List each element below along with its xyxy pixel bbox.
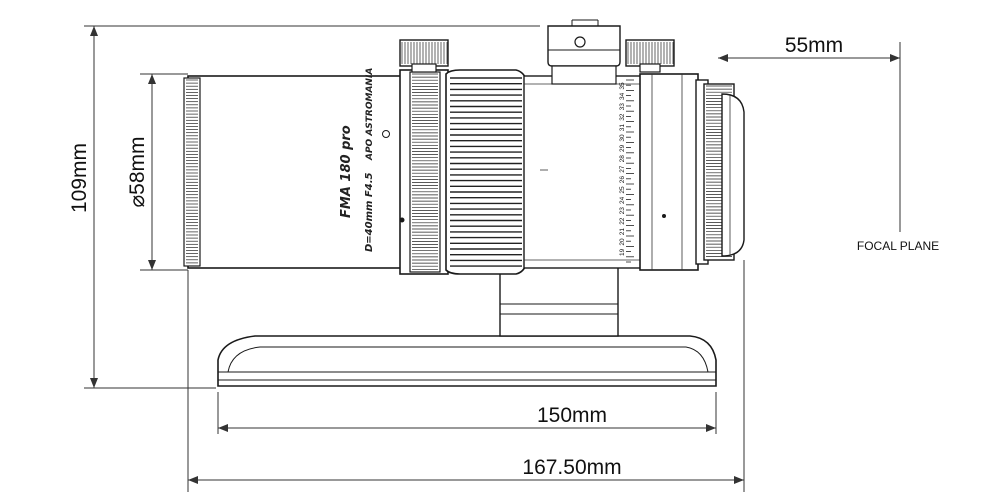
focus-scale-number: 33 xyxy=(619,103,626,111)
focus-scale-number: 24 xyxy=(619,196,626,204)
focus-scale-number: 28 xyxy=(619,155,626,163)
spec-label: D=40mm F4.5 xyxy=(364,172,375,252)
finder-shoe xyxy=(547,19,621,85)
focuser-body xyxy=(523,75,672,269)
focus-ring xyxy=(445,69,527,275)
height-dimension: 109mm xyxy=(68,25,540,389)
focus-scale-number: 27 xyxy=(619,165,626,173)
tube-ring-knurl-lines xyxy=(412,73,438,270)
focal-plane-label: FOCAL PLANE xyxy=(857,239,939,253)
focus-scale-number: 22 xyxy=(619,217,626,225)
rear-flange xyxy=(639,73,745,271)
dovetail-base xyxy=(217,335,717,387)
focus-scale-number: 20 xyxy=(619,238,626,246)
right-focus-knob xyxy=(625,39,675,73)
focus-ring-grip-lines xyxy=(450,77,522,267)
dew-shield-knurl xyxy=(183,77,201,267)
focus-scale: 35 34 33 32 31 30 29 28 27 26 25 24 23 22 21 20 19 xyxy=(619,79,634,263)
mount-block xyxy=(499,257,619,337)
focus-scale-number: 34 xyxy=(619,92,626,100)
brand-label: APO ASTROMANIA xyxy=(365,68,375,161)
focus-scale-number: 26 xyxy=(619,176,626,184)
focus-scale-number: 19 xyxy=(619,248,626,256)
lens-markings: FMA 180 pro APO ASTROMANIA D=40mm F4.5 xyxy=(339,68,666,252)
focus-scale-number: 23 xyxy=(619,207,626,215)
height-label: 109mm xyxy=(68,143,91,213)
focus-scale-number: 32 xyxy=(619,113,626,121)
dew-shield-knurl-lines xyxy=(186,79,198,264)
base-length-label: 150mm xyxy=(537,404,607,427)
focus-scale-number: 35 xyxy=(619,82,626,90)
diameter-dimension: ⌀58mm xyxy=(126,73,188,271)
focus-scale-number: 31 xyxy=(619,124,626,132)
base-length-dimension: 150mm xyxy=(217,392,717,434)
total-length-label: 167.50mm xyxy=(522,456,621,479)
focus-scale-number: 21 xyxy=(619,228,626,236)
tube-ring xyxy=(399,69,449,275)
focus-scale-number: 29 xyxy=(619,144,626,152)
model-label: FMA 180 pro xyxy=(339,125,354,218)
backfocus-dimension: 55mm FOCAL PLANE xyxy=(718,34,939,253)
total-length-dimension: 167.50mm xyxy=(187,260,745,492)
diameter-label: ⌀58mm xyxy=(126,137,149,208)
focus-scale-number: 25 xyxy=(619,186,626,194)
focus-scale-number: 30 xyxy=(619,134,626,142)
left-focus-knob xyxy=(399,39,449,73)
backfocus-label: 55mm xyxy=(785,34,843,57)
